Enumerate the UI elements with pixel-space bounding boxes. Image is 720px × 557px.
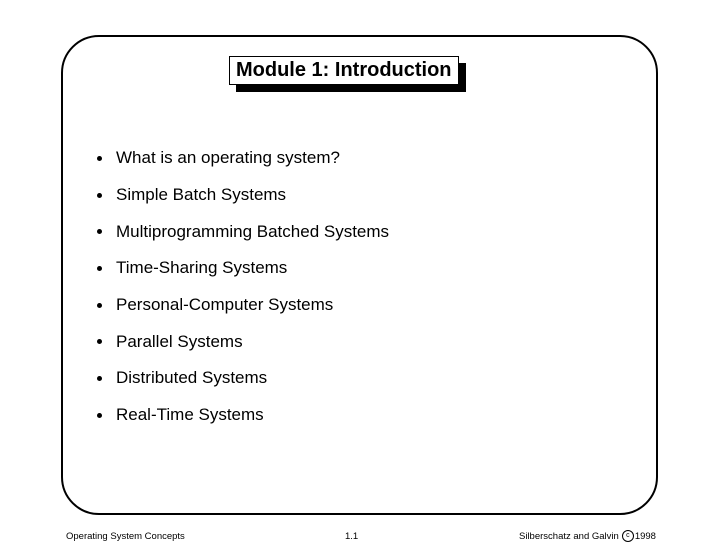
footer-course-title: Operating System Concepts bbox=[66, 531, 185, 542]
list-item-text: Distributed Systems bbox=[116, 368, 268, 388]
footer-authors: Silberschatz and Galvin bbox=[519, 531, 619, 542]
list-item-text: Multiprogramming Batched Systems bbox=[116, 221, 390, 241]
list-item: Distributed Systems bbox=[97, 360, 389, 397]
list-item-text: What is an operating system? bbox=[116, 148, 340, 168]
slide-title: Module 1: Introduction bbox=[229, 56, 459, 85]
bullet-icon bbox=[97, 412, 102, 418]
list-item: Personal-Computer Systems bbox=[97, 287, 389, 324]
copyright-icon: c bbox=[621, 530, 634, 543]
slide-title-box: Module 1: Introduction bbox=[229, 56, 466, 92]
list-item: Multiprogramming Batched Systems bbox=[97, 213, 389, 250]
bullet-icon bbox=[97, 339, 102, 345]
slide-frame bbox=[61, 35, 658, 515]
footer-slide-number: 1.1 bbox=[345, 531, 359, 542]
bullet-icon bbox=[97, 229, 102, 235]
bullet-icon bbox=[97, 375, 102, 381]
list-item: Parallel Systems bbox=[97, 323, 389, 360]
bullet-icon bbox=[97, 155, 102, 161]
list-item-text: Real-Time Systems bbox=[116, 405, 264, 425]
list-item-text: Simple Batch Systems bbox=[116, 185, 287, 205]
bullet-icon bbox=[97, 302, 102, 308]
list-item: Simple Batch Systems bbox=[97, 177, 389, 214]
list-item: Time-Sharing Systems bbox=[97, 250, 389, 287]
footer-year: 1998 bbox=[634, 531, 656, 542]
list-item: Real-Time Systems bbox=[97, 397, 389, 434]
bullet-icon bbox=[97, 265, 102, 271]
bullet-icon bbox=[97, 192, 102, 198]
list-item-text: Parallel Systems bbox=[116, 331, 243, 351]
list-item-text: Time-Sharing Systems bbox=[116, 258, 288, 278]
bullet-list: What is an operating system? Simple Batc… bbox=[97, 140, 389, 434]
list-item: What is an operating system? bbox=[97, 140, 389, 177]
list-item-text: Personal-Computer Systems bbox=[116, 295, 334, 315]
